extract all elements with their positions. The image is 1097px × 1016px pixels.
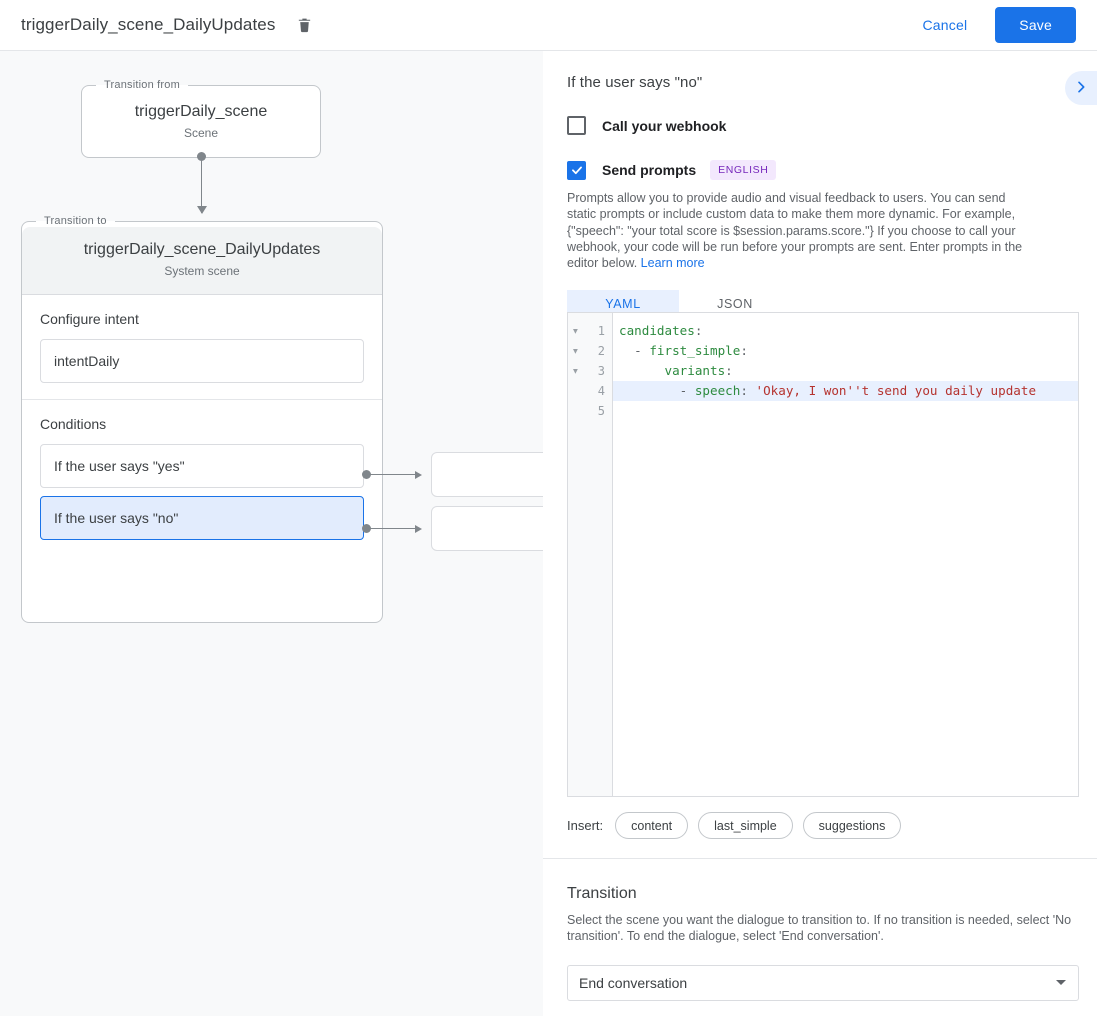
learn-more-link[interactable]: Learn more <box>640 256 705 271</box>
insert-chip-last-simple[interactable]: last_simple <box>698 812 793 839</box>
prompts-row[interactable]: Send prompts ENGLISH <box>543 160 1097 180</box>
panel-header: If the user says "no" <box>543 51 1097 105</box>
gutter-row: 4 <box>568 381 612 401</box>
transition-to-header: triggerDaily_scene_DailyUpdates System s… <box>22 227 382 295</box>
prompts-help-text: Prompts allow you to provide audio and v… <box>543 190 1055 271</box>
gutter-row: ▼3 <box>568 361 612 381</box>
insert-row: Insert: content last_simple suggestions <box>567 812 902 839</box>
fold-toggle-icon[interactable]: ▼ <box>573 366 578 376</box>
conditions-title: Conditions <box>40 416 107 432</box>
fold-toggle-icon[interactable]: ▼ <box>573 346 578 356</box>
gutter-row: ▼1 <box>568 321 612 341</box>
tab-json[interactable]: JSON <box>679 290 791 318</box>
graph-canvas[interactable]: Transition from triggerDaily_scene Scene… <box>0 51 543 1016</box>
condition-item-no[interactable]: If the user says "no" <box>40 496 364 540</box>
line-number: 1 <box>597 324 605 338</box>
target-card-yes[interactable] <box>431 452 543 497</box>
cancel-button[interactable]: Cancel <box>909 8 982 42</box>
chevron-right-icon <box>1073 79 1089 98</box>
webhook-label: Call your webhook <box>602 117 727 134</box>
line-number: 5 <box>597 404 605 418</box>
connector-source-dot <box>197 152 206 161</box>
connector-arrow-icon <box>197 206 207 214</box>
line-number: 2 <box>597 344 605 358</box>
intent-field[interactable]: intentDaily <box>40 339 364 383</box>
transition-description: Select the scene you want the dialogue t… <box>567 913 1072 944</box>
send-prompts-label: Send prompts <box>602 162 697 178</box>
section-divider <box>22 399 382 400</box>
language-badge: ENGLISH <box>710 160 777 180</box>
configure-intent-title: Configure intent <box>40 311 139 327</box>
fold-toggle-icon[interactable]: ▼ <box>573 326 578 336</box>
conditions-section: Conditions If the user says "yes" If the… <box>22 400 382 564</box>
insert-chip-content[interactable]: content <box>615 812 689 839</box>
connector-line <box>201 157 202 213</box>
from-scene-name: triggerDaily_scene <box>134 103 268 120</box>
transition-to-card[interactable]: Transition to triggerDaily_scene_DailyUp… <box>21 215 383 623</box>
condition-yes-arrow-icon <box>415 471 422 479</box>
insert-label: Insert: <box>567 818 604 833</box>
code-line-4: - speech: 'Okay, I won''t send you daily… <box>613 381 1078 401</box>
gutter-row: 5 <box>568 401 612 421</box>
prompt-editor[interactable]: ▼1 ▼2 ▼3 4 5 candidates: - first_simple:… <box>567 312 1079 797</box>
condition-no-dot <box>362 524 371 533</box>
editor-code-area[interactable]: candidates: - first_simple: variants: - … <box>613 313 1078 796</box>
transition-from-legend: Transition from <box>104 79 180 91</box>
line-number: 4 <box>597 384 605 398</box>
insert-chip-suggestions[interactable]: suggestions <box>802 812 902 839</box>
prompts-help-body: Prompts allow you to provide audio and v… <box>567 191 1023 271</box>
transition-select[interactable]: End conversation <box>567 964 1079 1001</box>
top-bar: triggerDaily_scene_DailyUpdates Cancel S… <box>0 0 1097 51</box>
send-prompts-checkbox[interactable] <box>567 160 586 180</box>
condition-item-yes[interactable]: If the user says "yes" <box>40 444 364 488</box>
chevron-down-icon <box>1056 980 1066 986</box>
transition-select-value: End conversation <box>579 974 688 991</box>
to-scene-name: triggerDaily_scene_DailyUpdates <box>83 241 321 258</box>
from-scene-subtitle: Scene <box>183 126 219 140</box>
code-line-5 <box>613 401 1078 421</box>
condition-no-line <box>370 528 416 529</box>
transition-to-legend: Transition to <box>44 215 107 227</box>
code-line-2: - first_simple: <box>634 343 748 358</box>
transition-title: Transition <box>567 885 637 902</box>
gutter-row: ▼2 <box>568 341 612 361</box>
panel-divider <box>543 858 1097 859</box>
condition-yes-dot <box>362 470 371 479</box>
panel-title: If the user says "no" <box>567 74 703 91</box>
code-line-3: variants: <box>664 363 733 378</box>
expand-panel-button[interactable] <box>1065 71 1097 105</box>
transition-from-body: triggerDaily_scene Scene <box>82 91 320 140</box>
delete-button[interactable] <box>290 11 318 39</box>
page-title: triggerDaily_scene_DailyUpdates <box>21 15 276 34</box>
check-icon <box>571 166 582 175</box>
condition-no-arrow-icon <box>415 525 422 533</box>
trash-icon <box>296 16 313 34</box>
webhook-row[interactable]: Call your webhook <box>543 116 1097 135</box>
editor-gutter: ▼1 ▼2 ▼3 4 5 <box>568 313 613 796</box>
configure-intent-section: Configure intent intentDaily <box>22 295 382 399</box>
save-button[interactable]: Save <box>995 7 1076 43</box>
condition-yes-line <box>370 474 416 475</box>
transition-from-card[interactable]: Transition from triggerDaily_scene Scene <box>81 79 321 158</box>
webhook-checkbox[interactable] <box>567 116 586 135</box>
to-scene-subtitle: System scene <box>164 264 240 278</box>
transition-section: Transition Select the scene you want the… <box>567 885 1079 1001</box>
target-card-no[interactable] <box>431 506 543 551</box>
line-number: 3 <box>597 364 605 378</box>
code-line-1: candidates: <box>619 323 703 338</box>
